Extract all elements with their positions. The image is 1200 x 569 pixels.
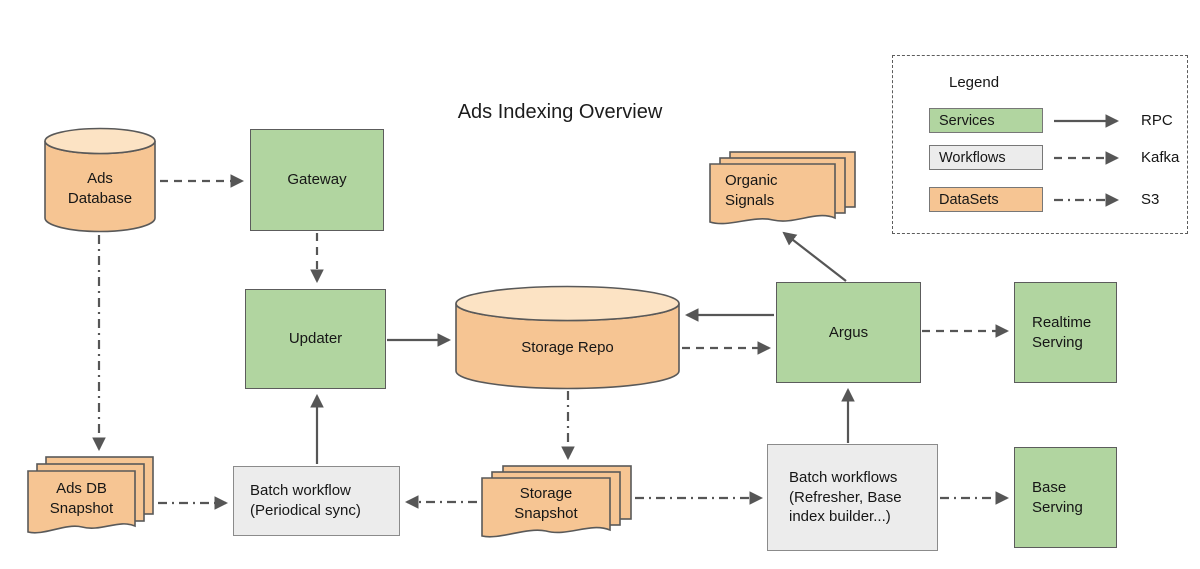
batch-workflow-sync-node: Batch workflow (Periodical sync) — [233, 466, 400, 536]
legend-label-s3: S3 — [1141, 191, 1160, 208]
document-stack-icon — [709, 151, 856, 225]
legend-row-workflows: Workflows Kafka — [893, 145, 1187, 170]
legend-row-services: Services RPC — [893, 108, 1187, 133]
legend-title: Legend — [949, 74, 1000, 91]
database-cylinder-icon — [44, 127, 156, 233]
realtime-serving-label: Realtime Serving — [1032, 313, 1092, 351]
legend-s3-arrow-icon — [1054, 193, 1120, 207]
storage-cylinder-icon — [455, 285, 680, 390]
storage-snapshot-node: Storage Snapshot — [481, 465, 633, 545]
organic-signals-label: Organic Signals — [725, 172, 778, 209]
ads-database-node: Ads Database — [44, 127, 156, 233]
edge-argus-to-organic-signals — [782, 231, 847, 282]
storage-repo-label: Storage Repo — [521, 339, 614, 357]
batch-workflow-sync-label: Batch workflow (Periodical sync) — [250, 482, 361, 519]
organic-signals-node: Organic Signals — [709, 151, 857, 231]
argus-node: Argus — [776, 282, 921, 383]
updater-label: Updater — [288, 330, 343, 348]
legend-kafka-arrow-icon — [1054, 151, 1120, 165]
base-serving-label: Base Serving — [1032, 478, 1083, 516]
gateway-label: Gateway — [287, 171, 347, 189]
legend-label-kafka: Kafka — [1141, 149, 1180, 166]
updater-node: Updater — [245, 289, 386, 389]
storage-snapshot-label: Storage Snapshot — [514, 485, 578, 522]
gateway-node: Gateway — [250, 129, 384, 231]
ads-db-snapshot-node: Ads DB Snapshot — [27, 456, 157, 540]
legend-label-rpc: RPC — [1141, 112, 1173, 129]
legend-chip-workflows: Workflows — [929, 145, 1043, 170]
realtime-serving-node: Realtime Serving — [1014, 282, 1117, 383]
batch-workflows-refresher-node: Batch workflows (Refresher, Base index b… — [767, 444, 938, 551]
argus-label: Argus — [828, 323, 869, 341]
legend-chip-services: Services — [929, 108, 1043, 133]
storage-repo-node: Storage Repo — [455, 285, 680, 390]
legend-chip-datasets: DataSets — [929, 187, 1043, 212]
document-stack-icon — [481, 465, 632, 538]
legend-rpc-arrow-icon — [1054, 114, 1120, 128]
legend-panel: Legend Services RPC Workflows Kafka Data… — [892, 55, 1188, 234]
ads-database-label: Ads Database — [67, 170, 133, 207]
diagram-title: Ads Indexing Overview — [457, 101, 663, 123]
base-serving-node: Base Serving — [1014, 447, 1117, 548]
batch-workflows-refresher-label: Batch workflows (Refresher, Base index b… — [789, 468, 902, 526]
ads-db-snapshot-label: Ads DB Snapshot — [49, 479, 114, 517]
document-stack-icon — [27, 456, 154, 534]
legend-row-datasets: DataSets S3 — [893, 187, 1187, 212]
